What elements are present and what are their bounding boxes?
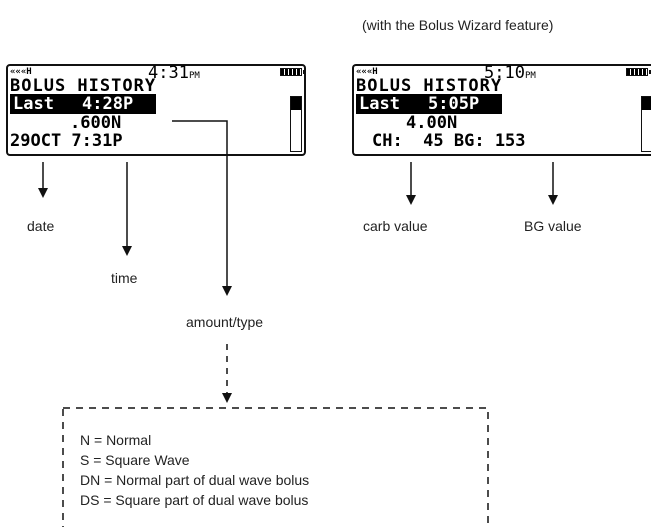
legend-square-wave: S = Square Wave <box>80 452 190 468</box>
amount-left: .600N <box>70 113 122 133</box>
battery-icon-right <box>626 68 651 76</box>
clock-time-left: 4:31 <box>148 63 189 83</box>
last-label-right: Last <box>359 94 400 114</box>
last-label-left: Last <box>13 94 54 114</box>
scrollbar-right <box>641 96 651 152</box>
screen-title-left: BOLUS HISTORY <box>10 76 157 96</box>
clock-left: 4:31PM <box>148 63 200 83</box>
status-icon-right: «««H <box>356 67 378 77</box>
amount-connector <box>172 120 232 296</box>
clock-time-right: 5:10 <box>484 63 525 83</box>
left-pump-screen: «««H 4:31PM BOLUS HISTORY Last 4:28P .60… <box>6 63 306 156</box>
legend-dual-normal: DN = Normal part of dual wave bolus <box>80 472 310 488</box>
bolus-type-legend: N = Normal S = Square Wave DN = Normal p… <box>80 430 309 510</box>
label-amount-type: amount/type <box>186 314 264 330</box>
amount-right: 4.00N <box>406 113 458 133</box>
clock-ampm-left: PM <box>188 71 200 81</box>
label-bg-value: BG value <box>524 218 582 234</box>
date-time-left: 29OCT 7:31P <box>10 131 123 151</box>
last-time-left: 4:28P <box>82 94 134 114</box>
label-date: date <box>27 218 55 234</box>
last-row-right: Last 5:05P <box>356 94 502 114</box>
legend-normal: N = Normal <box>80 432 152 448</box>
clock-ampm-right: PM <box>524 71 536 81</box>
last-row-left: Last 4:28P <box>10 94 156 114</box>
feature-note: (with the Bolus Wizard feature) <box>362 17 554 33</box>
status-icon-left: «««H <box>10 67 32 77</box>
legend-dual-square: DS = Square part of dual wave bolus <box>80 492 309 508</box>
last-time-right: 5:05P <box>428 94 480 114</box>
battery-icon-left <box>280 68 305 76</box>
scrollbar-left <box>290 96 302 152</box>
label-carb-value: carb value <box>363 218 428 234</box>
label-time: time <box>111 270 138 286</box>
clock-right: 5:10PM <box>484 63 536 83</box>
legend-box <box>62 407 489 527</box>
right-pump-screen: «««H 5:10PM BOLUS HISTORY Last 5:05P 4.0… <box>352 63 651 156</box>
carb-bg-row-right: CH: 45 BG: 153 <box>372 131 526 151</box>
screen-title-right: BOLUS HISTORY <box>356 76 503 96</box>
